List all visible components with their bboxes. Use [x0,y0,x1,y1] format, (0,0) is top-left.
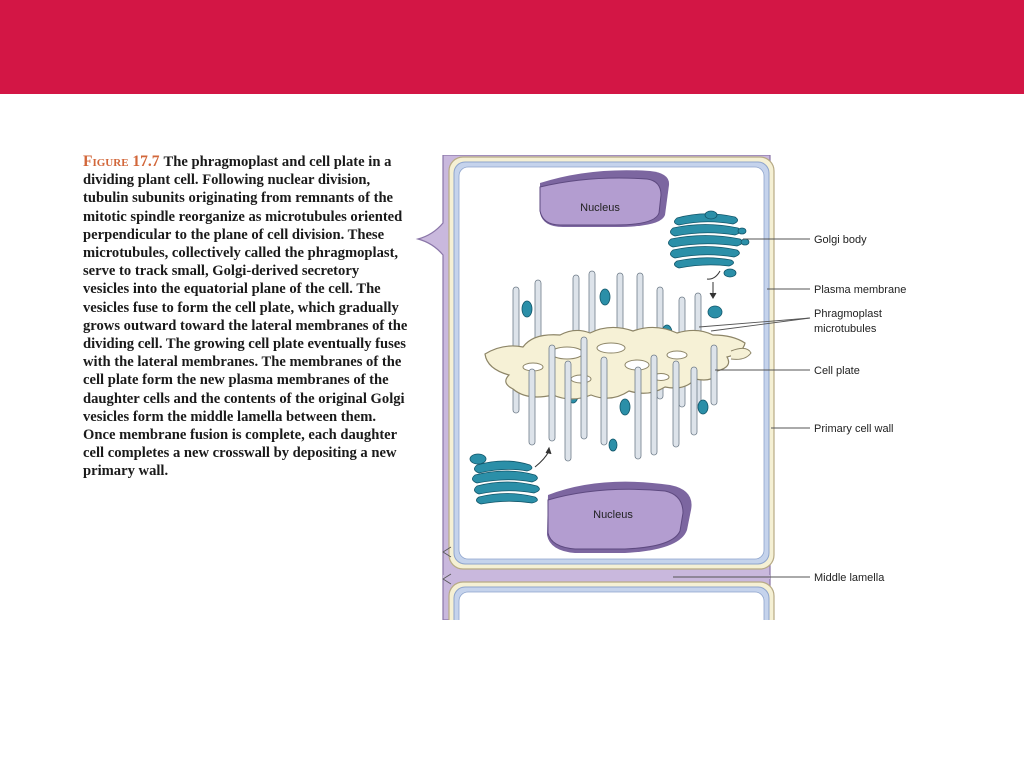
golgi-body-bottom [469,453,540,505]
label-golgi-body: Golgi body [814,234,867,246]
golgi-arrow-top [706,270,721,280]
nucleus-top: Nucleus [539,170,670,227]
label-middle-lamella: Middle lamella [814,572,885,584]
label-primary-cell-wall: Primary cell wall [814,423,893,435]
phragmoplast-diagram: Nucleus Nucleus [415,155,975,625]
nucleus-bottom-label: Nucleus [593,509,633,521]
nucleus-bottom: Nucleus [547,481,692,553]
figure-label: Figure 17.7 [83,153,160,170]
phragmoplast-microtubules-front [528,336,718,462]
wall-notch-lower [442,573,452,585]
header-banner [0,0,1024,94]
label-cell-plate: Cell plate [814,365,860,377]
label-phragmoplast-line2: microtubules [814,323,877,335]
cytoplasm-lower [458,591,765,625]
golgi-body-top [668,210,750,278]
leader-lines [673,238,811,578]
label-phragmoplast-line1: Phragmoplast [814,308,882,320]
label-plasma-membrane: Plasma membrane [814,284,906,296]
caption-text: The phragmoplast and cell plate in a div… [83,154,408,480]
wall-notch-upper [442,546,452,558]
nucleus-top-label: Nucleus [580,202,620,214]
